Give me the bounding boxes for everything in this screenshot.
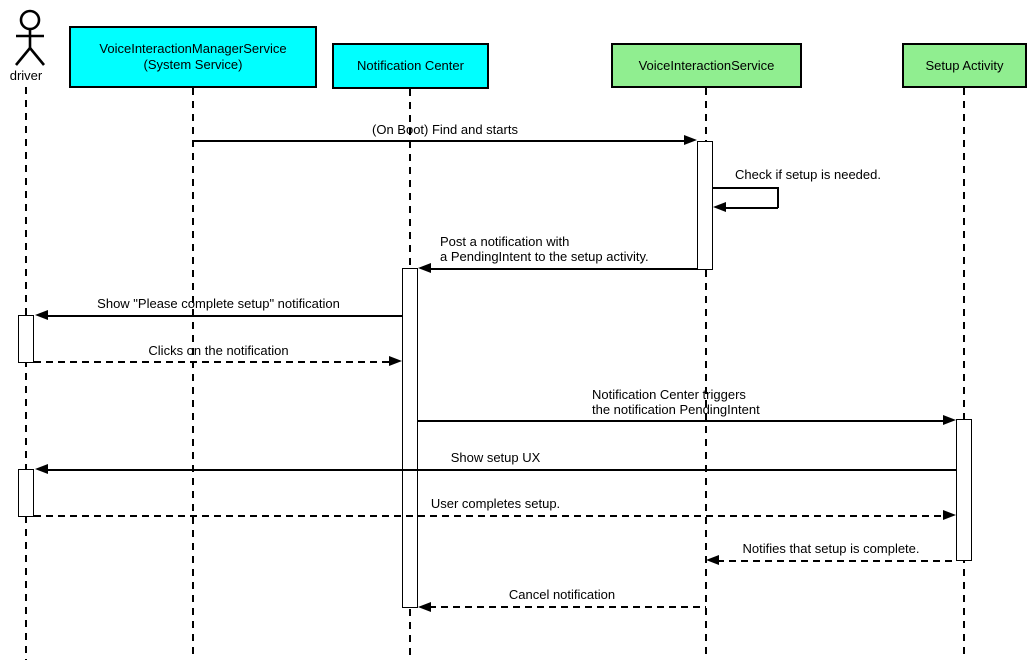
message-post-notification-label-line1: Post a notification with [440,234,570,249]
message-post-notification-line [429,268,697,270]
activation-notification-center [402,268,418,608]
message-check-setup-label: Check if setup is needed. [735,167,881,182]
message-show-notification-line [46,315,402,317]
lifeline-setup-activity [963,88,965,660]
message-user-completes-setup-label: User completes setup. [430,496,561,511]
lifeline-voice-interaction-service [705,88,707,660]
participant-voice-interaction-service: VoiceInteractionService [611,43,802,88]
activation-voice-interaction-service [697,141,713,270]
actor-icon [14,9,46,66]
arrowhead-right-icon [684,135,697,145]
participant-notification-center-label: Notification Center [357,58,464,73]
arrowhead-left-icon [706,555,719,565]
message-trigger-pending-intent-label: Notification Center triggers the notific… [592,387,760,417]
participant-setup-activity: Setup Activity [902,43,1027,88]
participant-manager-service-label-line2: (System Service) [143,57,243,72]
lifeline-manager-service [192,88,194,660]
activation-driver-2 [18,469,34,517]
arrowhead-left-icon [418,602,431,612]
message-check-setup-line-bottom [724,207,778,209]
message-show-setup-ux-label: Show setup UX [450,450,541,465]
lifeline-driver [25,87,27,660]
message-show-notification-label: Show "Please complete setup" notificatio… [97,296,340,311]
message-trigger-pending-intent-line [418,420,945,422]
message-check-setup-line-right [777,187,779,208]
arrowhead-left-icon [713,202,726,212]
message-notifies-complete-label: Notifies that setup is complete. [742,541,920,556]
message-cancel-notification-line [429,606,706,608]
message-on-boot-label: (On Boot) Find and starts [372,122,518,137]
actor-driver-label: driver [9,68,43,83]
message-show-setup-ux-line [46,469,956,471]
arrowhead-left-icon [35,464,48,474]
message-check-setup-line-top [713,187,779,189]
message-clicks-notification-line [34,361,391,363]
activation-setup-activity [956,419,972,561]
arrowhead-left-icon [418,263,431,273]
participant-manager-service: VoiceInteractionManagerService (System S… [69,26,317,88]
message-clicks-notification-label: Clicks on the notification [148,343,289,358]
message-post-notification-label: Post a notification with a PendingIntent… [440,234,649,264]
message-cancel-notification-label: Cancel notification [508,587,616,602]
message-user-completes-setup-line [34,515,945,517]
arrowhead-left-icon [35,310,48,320]
participant-manager-service-label-line1: VoiceInteractionManagerService [99,41,287,56]
arrowhead-right-icon [943,415,956,425]
activation-driver-1 [18,315,34,363]
participant-notification-center: Notification Center [332,43,489,89]
participant-voice-interaction-service-label: VoiceInteractionService [638,57,775,73]
message-post-notification-label-line2: a PendingIntent to the setup activity. [440,249,649,264]
message-notifies-complete-line [717,560,956,562]
participant-setup-activity-label: Setup Activity [925,57,1004,73]
message-trigger-pending-intent-label-line2: the notification PendingIntent [592,402,760,417]
message-trigger-pending-intent-label-line1: Notification Center triggers [592,387,746,402]
arrowhead-right-icon [389,356,402,366]
message-on-boot-line [193,140,686,142]
arrowhead-right-icon [943,510,956,520]
